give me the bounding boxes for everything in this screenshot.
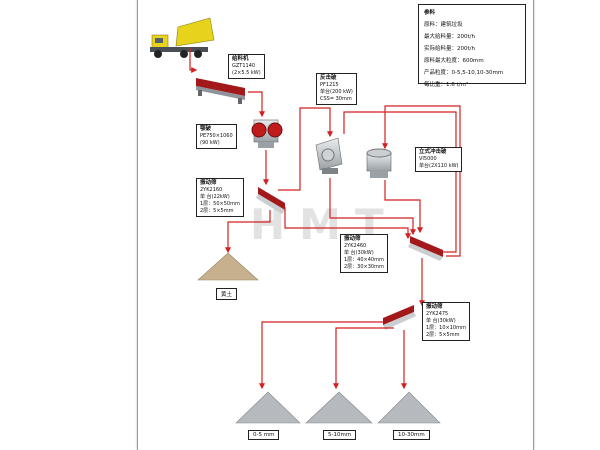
- vsi-crusher-label: 立式冲击破 VI5000 单台(2X110 kW): [415, 147, 463, 172]
- raw-material-spec-box: 参料 原料：建筑垃圾 最大给料量：200t/h 实际给料量：200t/h 原料最…: [418, 4, 526, 88]
- screen-3-title: 振动筛: [426, 304, 443, 310]
- screen-1-line: 2YK2160: [200, 187, 223, 193]
- jaw-line: (90 kW): [200, 140, 220, 146]
- screen-2-title: 振动筛: [344, 236, 361, 242]
- impact-title: 反击破: [320, 75, 337, 81]
- screen-1-line: 单 台(22kW): [200, 194, 230, 200]
- output-10-30mm-label: 10-30mm: [393, 430, 430, 440]
- output-5-10mm-label: 5-10mm: [323, 430, 357, 440]
- output-0-5mm-label: 0-5 mm: [248, 430, 280, 440]
- spec-line: 产品粒度：0-5,5-10,10-30mm: [424, 70, 504, 76]
- vsi-crusher-icon: [366, 148, 392, 178]
- vsi-title: 立式冲击破: [419, 149, 447, 155]
- screen-3-line: 2YK2475: [426, 311, 449, 317]
- impact-line: 单台(200 kW): [320, 89, 353, 95]
- screen-3-line: 单 台(30kW): [426, 318, 456, 324]
- spec-line: 每比重：1.6 t/m³: [424, 82, 469, 88]
- screen-1-label: 振动筛 2YK2160 单 台(22kW) 1层：50×50mm 2层：5×5m…: [196, 178, 244, 217]
- screen-3-label: 振动筛 2YK2475 单 台(30kW) 1层：10×10mm 2层：5×5m…: [422, 302, 470, 341]
- soil-pile-icon: [197, 252, 259, 281]
- screen-1-line: 1层：50×50mm: [200, 201, 240, 207]
- feeder-line: (2×5.5 kW): [232, 70, 261, 76]
- spec-title: 参料: [424, 10, 436, 16]
- jaw-title: 颚破: [200, 126, 212, 132]
- screen-2-line: 单 台(30kW): [344, 250, 374, 256]
- vibrating-screen-3-icon: [383, 305, 416, 330]
- product-pile-1-icon: [235, 391, 301, 424]
- screen-1-title: 振动筛: [200, 180, 217, 186]
- product-pile-3-icon: [377, 391, 441, 424]
- feeder-machine-icon: [196, 78, 245, 104]
- flow-arrows: [189, 48, 461, 390]
- feeder-label: 给料机 GZT1140 (2×5.5 kW): [228, 54, 265, 79]
- screen-1-line: 2层：5×5mm: [200, 208, 234, 214]
- jaw-line: PE750×1060: [200, 133, 233, 139]
- vsi-line: VI5000: [419, 156, 437, 162]
- screen-2-label: 振动筛 2YK2460 单 台(30kW) 1层：40×40mm 2层：30×3…: [340, 234, 388, 273]
- vibrating-screen-1-icon: [256, 187, 285, 214]
- screen-2-line: 2层：30×30mm: [344, 264, 384, 270]
- feeder-line: GZT1140: [232, 63, 256, 69]
- jaw-crusher-icon: [251, 119, 283, 148]
- impact-crusher-label: 反击破 PF1215 单台(200 kW) CSS= 30mm: [316, 73, 357, 105]
- vibrating-screen-2-icon: [408, 236, 443, 261]
- screen-3-line: 1层：10×10mm: [426, 325, 466, 331]
- soil-output-label: 黄土: [216, 288, 238, 300]
- spec-line: 最大给料量：200t/h: [424, 34, 475, 40]
- impact-crusher-icon: [315, 137, 343, 174]
- product-pile-2-icon: [305, 391, 373, 424]
- feeder-title: 给料机: [232, 56, 249, 62]
- vsi-line: 单台(2X110 kW): [419, 163, 459, 169]
- screen-2-line: 1层：40×40mm: [344, 257, 384, 263]
- screen-2-line: 2YK2460: [344, 243, 367, 249]
- spec-line: 实际给料量：200t/h: [424, 46, 475, 52]
- spec-line: 原料最大粒度：600mm: [424, 58, 484, 64]
- impact-line: CSS= 30mm: [320, 96, 352, 102]
- spec-line: 原料：建筑垃圾: [424, 22, 463, 28]
- jaw-crusher-label: 颚破 PE750×1060 (90 kW): [196, 124, 237, 149]
- impact-line: PF1215: [320, 82, 339, 88]
- screen-3-line: 2层：5×5mm: [426, 332, 460, 338]
- dump-truck-icon: [150, 17, 215, 58]
